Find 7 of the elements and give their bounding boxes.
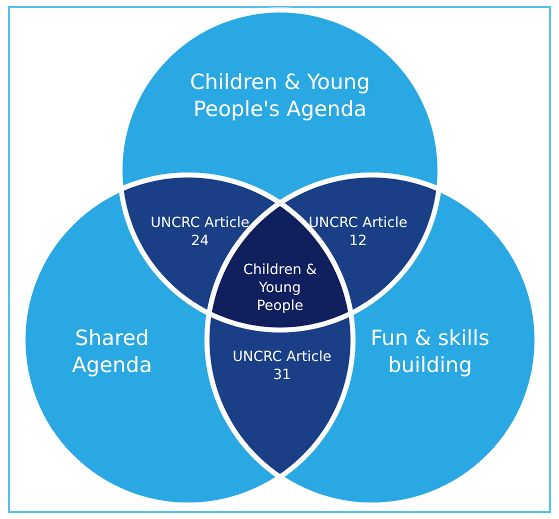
region-label: Fun & skills building: [370, 324, 490, 379]
region-label: UNCRC Article 12: [308, 214, 408, 250]
region-label: Shared Agenda: [70, 324, 154, 379]
region-label: UNCRC Article 31: [232, 348, 332, 384]
region-label: Children & Young People: [242, 260, 318, 316]
region-label: Children & Young People's Agenda: [189, 68, 371, 123]
region-label: UNCRC Article 24: [150, 214, 250, 250]
